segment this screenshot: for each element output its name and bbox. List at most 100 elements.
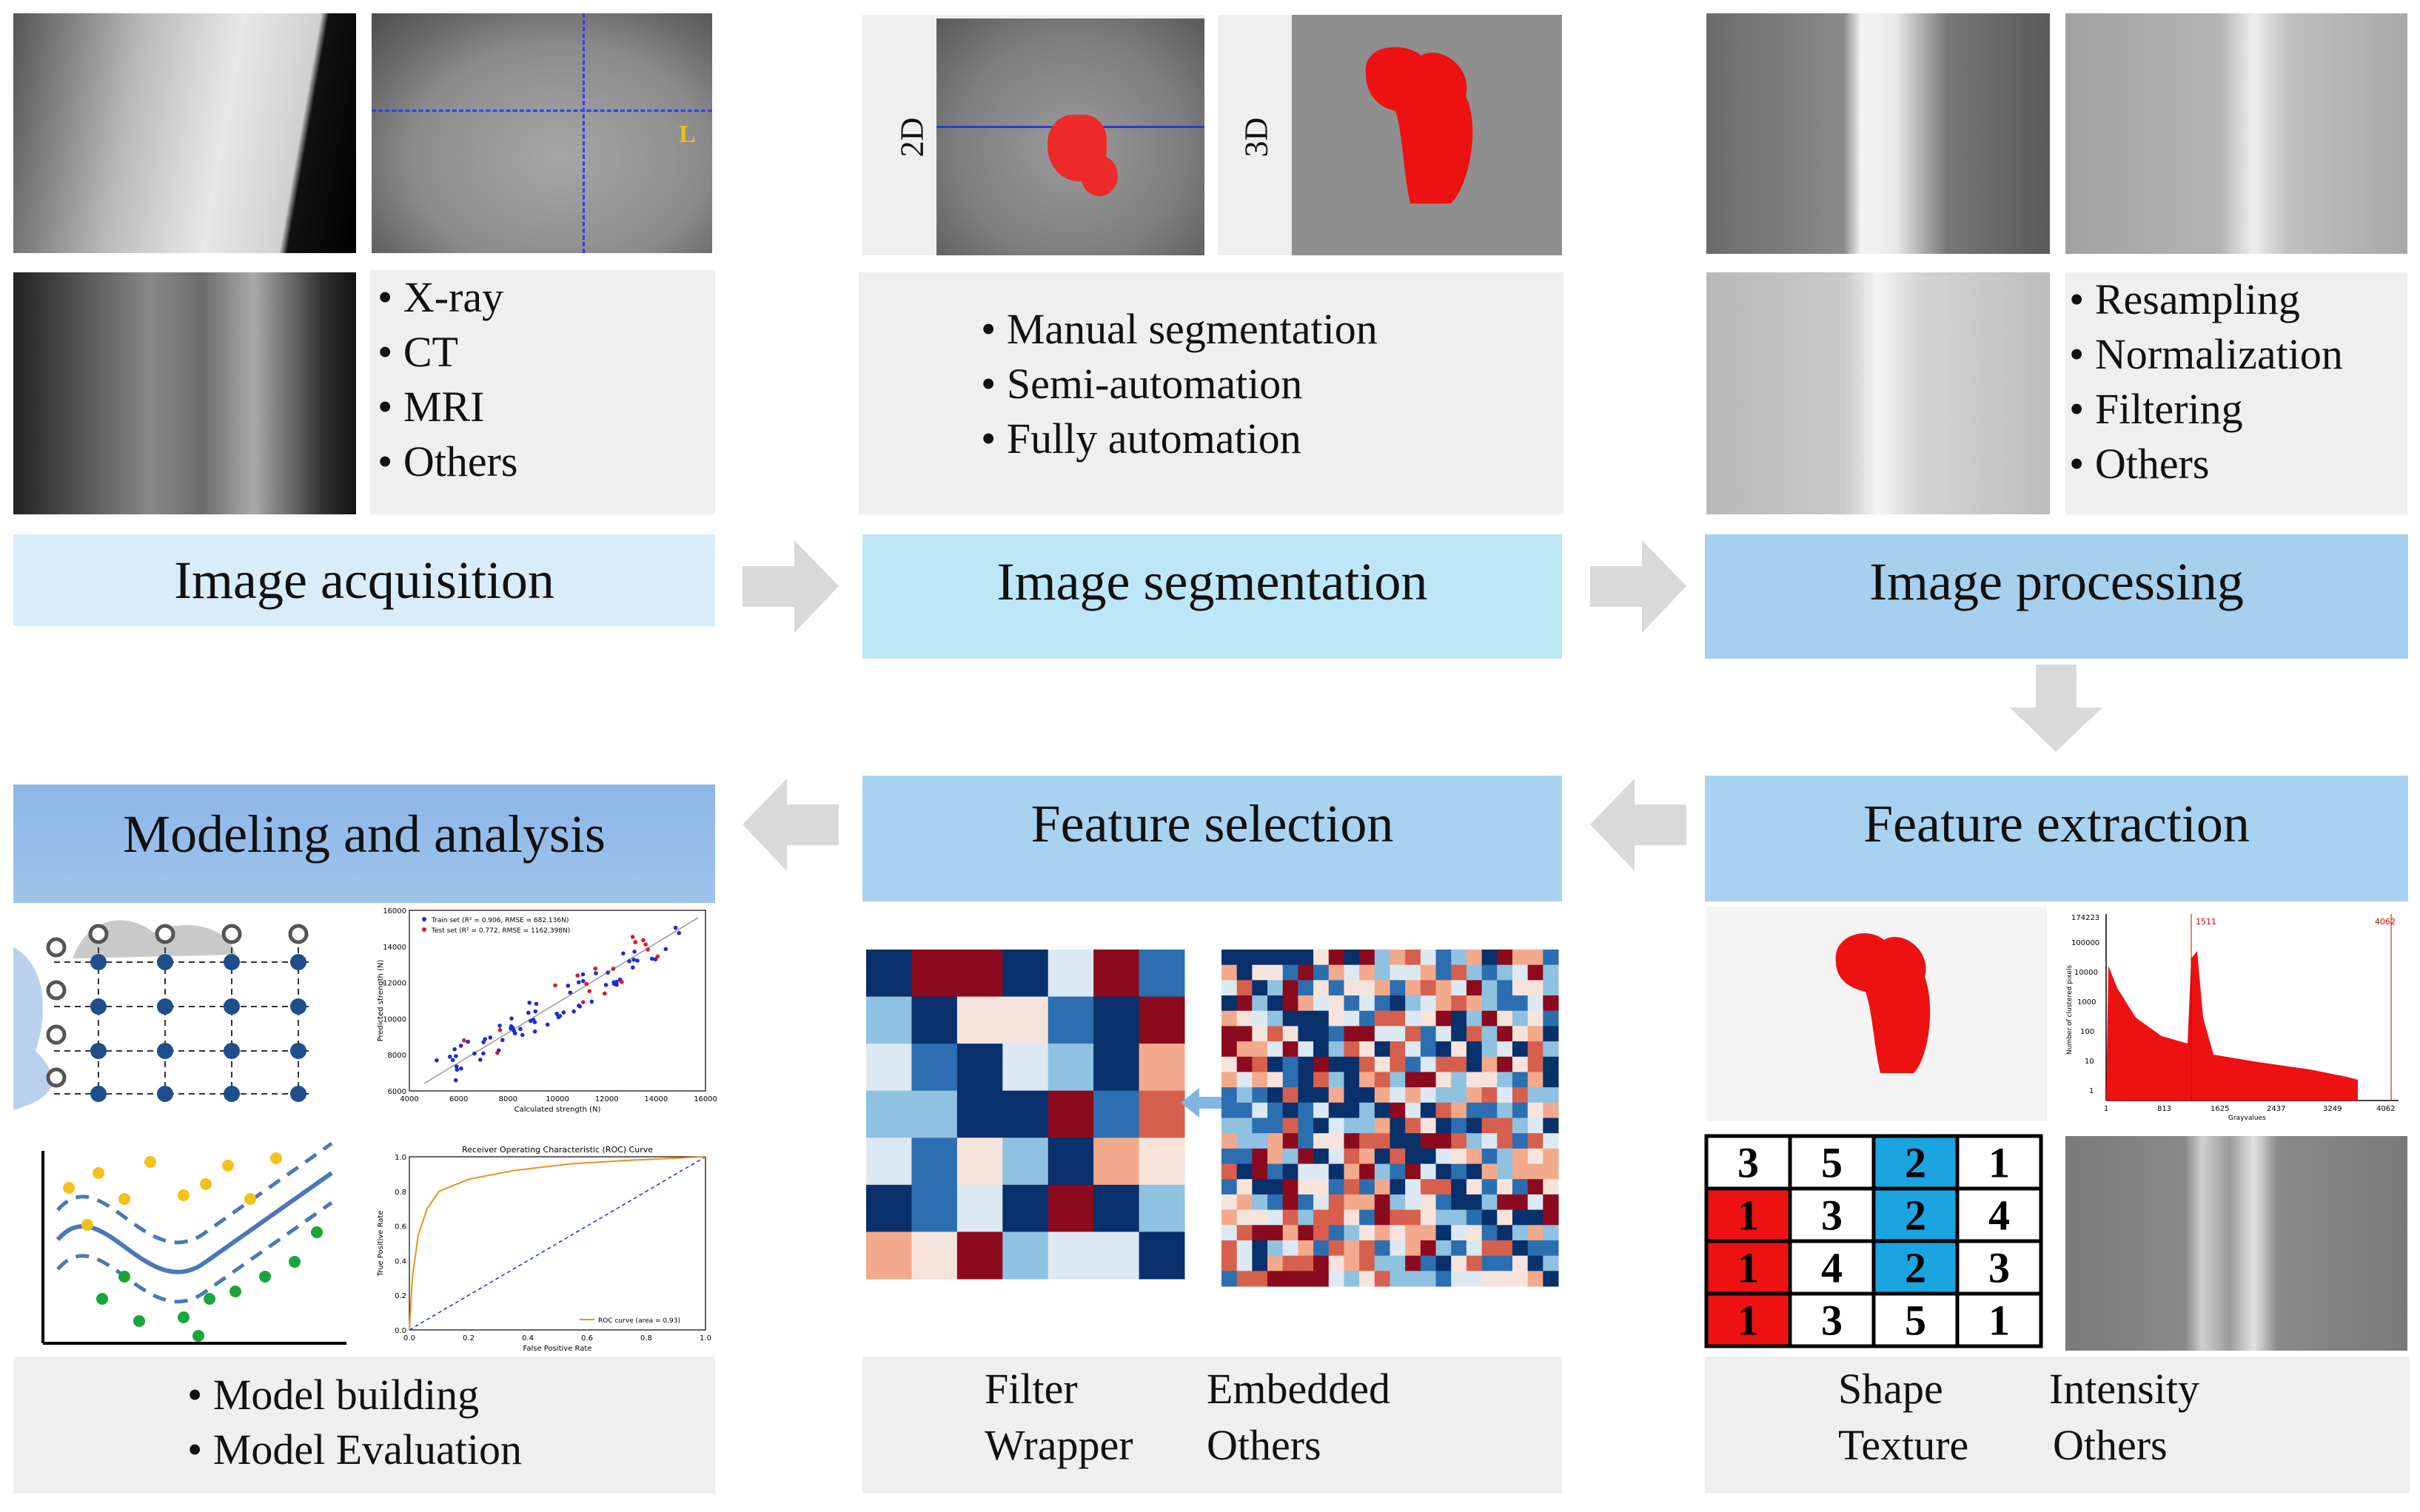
heatmap-cell [1527,1240,1543,1257]
heatmap-cell [1466,1133,1483,1149]
train-point [532,1020,537,1024]
heatmap-cell [1405,1026,1421,1042]
train-point [576,980,581,985]
heatmap-cell [1313,1179,1330,1195]
glcm-cell-value: 5 [1905,1297,1926,1345]
heatmap-cell [1543,1010,1559,1027]
heatmap-cell [1221,1225,1238,1241]
heatmap-cell [1420,1072,1437,1088]
heatmap-cell [1420,1209,1437,1226]
heatmap-cell [1466,1102,1483,1118]
processing-bullets: Resampling Normalization Filtering Other… [2065,272,2407,514]
heatmap-cell [1344,980,1360,996]
heatmap-cell [1344,1255,1360,1271]
heatmap-cell [1420,964,1437,981]
heatmap-cell [1527,1271,1543,1287]
ct-crosshair-v [583,13,585,253]
heatmap-cell [1359,950,1375,966]
histogram-ytick: 100 [2080,1028,2094,1036]
heatmap-cell [1282,980,1298,996]
heatmap-cell [1512,1087,1529,1103]
heatmap-cell [1282,1072,1298,1088]
heatmap-cell [1344,1225,1360,1241]
bullet-mri: MRI [378,380,715,434]
heatmap-cell [1543,1209,1559,1226]
glcm-cell-value: 2 [1905,1192,1926,1240]
heatmap-cell [1313,1087,1330,1103]
heatmap-cell [1512,1148,1529,1165]
heatmap-cell [1267,1255,1284,1271]
heatmap-cell [1435,1010,1452,1027]
heatmap-cell [1405,1072,1421,1088]
heatmap-cell [1328,950,1344,966]
heatmap-cell [1344,1271,1360,1287]
train-point [606,970,610,975]
heatmap-cell [911,1090,958,1138]
heatmap-cell [1374,1056,1390,1072]
heatmap-cell [1236,1240,1253,1257]
heatmap-cell [1543,964,1559,981]
heatmap-cell [1221,1271,1238,1287]
heatmap-cell [1435,1194,1452,1211]
arrow-right-icon [1590,540,1686,633]
heatmap-cell [1298,1255,1314,1271]
train-point [677,930,681,935]
proc-image-filtered [1706,272,2050,514]
x-tick: 0.4 [522,1334,534,1343]
glcm-cell-value: 3 [1821,1297,1843,1345]
heatmap-cell [1048,1232,1094,1280]
heatmap-cell [1359,1240,1375,1257]
heatmap-cell [1451,995,1467,1012]
test-point [575,973,580,978]
modeling-grid-illustration [13,903,355,1118]
heatmap-cell [1466,1163,1483,1180]
heatmap-cell [1451,1148,1467,1165]
heatmap-cell [1221,1163,1238,1180]
heatmap-cell [1497,1118,1513,1134]
heatmap-cell [1405,1271,1421,1287]
heatmap-cell [1048,950,1094,998]
heatmap-cell [1451,1056,1467,1072]
bullet-wrapper: Wrapper [985,1421,1133,1469]
heatmap-cell [956,1044,1003,1092]
heatmap-cell [1374,950,1390,966]
heatmap-cell [1282,995,1298,1012]
heatmap-cell [1451,1240,1467,1257]
heatmap-cell [1390,1072,1406,1088]
heatmap-cell [1543,950,1559,966]
heatmap-cell [1359,1010,1375,1027]
class-b-point [204,1293,215,1305]
heatmap-cell [1252,1163,1268,1180]
heatmap-cell [1313,964,1330,981]
heatmap-cell [1527,1163,1543,1180]
heatmap-cell [1048,1138,1094,1186]
glcm-cell [1871,1186,1960,1243]
train-point [589,999,594,1004]
heatmap-cell [1267,1148,1284,1165]
heatmap-cell [1282,1179,1298,1195]
heatmap-cell [1252,1056,1268,1072]
heatmap-cell [911,1184,958,1232]
heatmap-cell [1359,1194,1375,1211]
y-axis-label: True Positive Rate [377,1210,385,1277]
test-point [641,938,646,943]
heatmap-cell [1497,1087,1513,1103]
heatmap-cell [1374,1041,1390,1058]
heatmap-cell [1435,1240,1452,1257]
class-a-point [81,1219,93,1231]
bullet-manual: Manual segmentation [981,302,1563,357]
heatmap-cell [1313,1240,1330,1257]
test-point [655,954,660,959]
heatmap-cell [1405,1010,1421,1027]
heatmap-cell [1236,1225,1253,1241]
heatmap-cell [1512,1179,1529,1195]
heatmap-cell [1328,964,1344,981]
heatmap-cell [1359,1225,1375,1241]
heatmap-cell [1466,1026,1483,1042]
heatmap-cell [1405,1179,1421,1195]
bullet-shape: Shape [1838,1365,1943,1413]
heatmap-cell [1420,1118,1437,1134]
histogram-xlabel: Grayvalues [2228,1115,2266,1122]
heatmap-cell [1466,980,1483,996]
heatmap-cell [1093,950,1140,998]
